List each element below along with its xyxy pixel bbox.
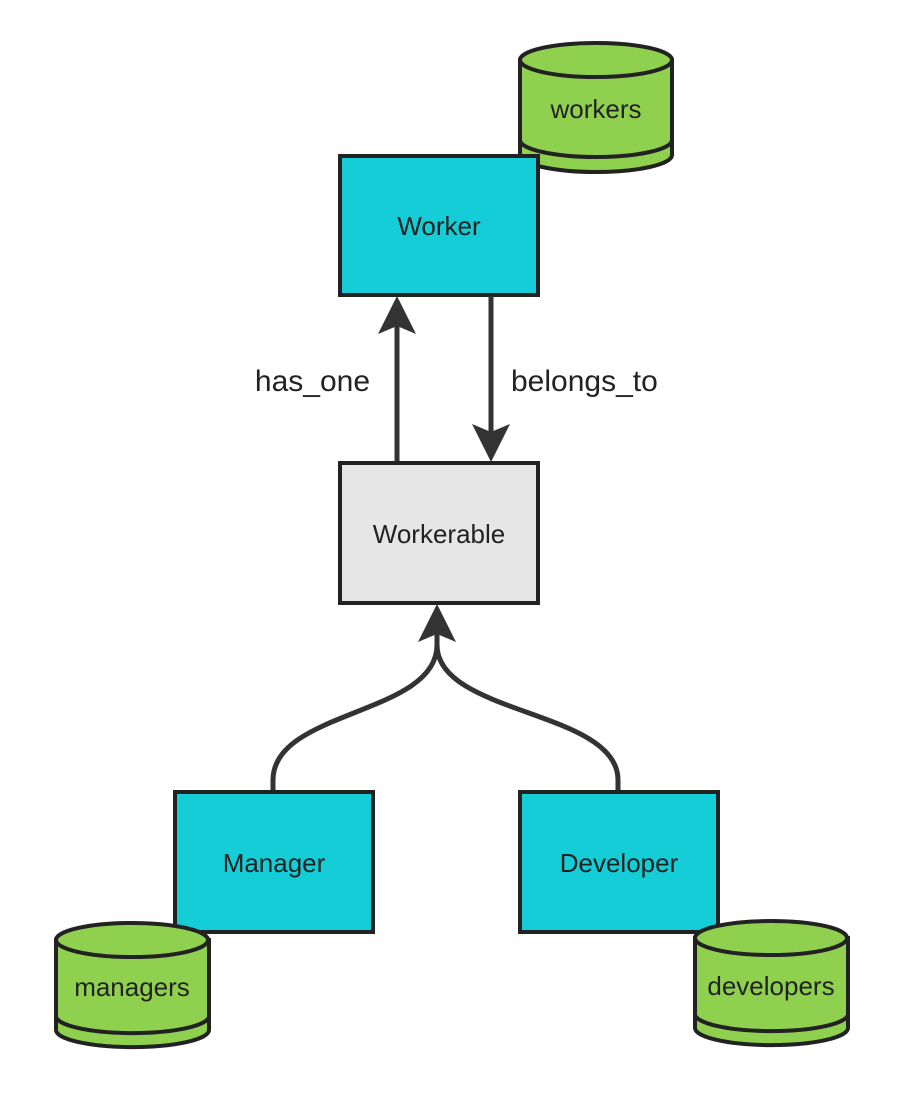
developers-table-body: [693, 936, 850, 1048]
workers-table-label: workers: [549, 94, 641, 124]
manager-label: Manager: [223, 848, 326, 878]
has-one-edge: has_one: [255, 296, 416, 462]
has-one-arrowhead: [378, 296, 416, 334]
developer-node: Developer: [518, 790, 720, 934]
polymorphic-edges: [270, 604, 621, 790]
developers-table-rim: [693, 1013, 850, 1034]
workers-table-rim: [518, 139, 674, 159]
manager-to-workerable-line: [270, 626, 440, 790]
belongs-to-edge: belongs_to: [472, 296, 658, 462]
workers-table-top: [518, 41, 674, 79]
developers-table-label: developers: [707, 971, 834, 1001]
managers-table-top: [54, 921, 210, 959]
has-one-label: has_one: [255, 365, 370, 398]
manager-box: [173, 790, 375, 934]
developer-box: [518, 790, 720, 934]
worker-box: [338, 154, 540, 297]
developers-table-top: [693, 919, 849, 957]
workerable-box: [338, 461, 540, 605]
belongs-to-arrowhead: [472, 424, 510, 462]
manager-node: Manager: [173, 790, 375, 934]
worker-label: Worker: [397, 211, 481, 241]
managers-table: managers: [54, 921, 211, 1050]
managers-table-rim: [54, 1015, 211, 1036]
managers-table-body: [54, 938, 211, 1050]
managers-table-label: managers: [74, 972, 190, 1002]
workers-table: workers: [518, 41, 674, 174]
belongs-to-label: belongs_to: [511, 365, 658, 398]
worker-node: Worker: [338, 154, 540, 297]
developers-table: developers: [693, 919, 850, 1048]
developer-label: Developer: [560, 848, 679, 878]
workerable-arrowhead: [418, 604, 456, 642]
workerable-node: Workerable: [338, 461, 540, 605]
developer-to-workerable-line: [434, 626, 621, 790]
workerable-label: Workerable: [373, 519, 505, 549]
